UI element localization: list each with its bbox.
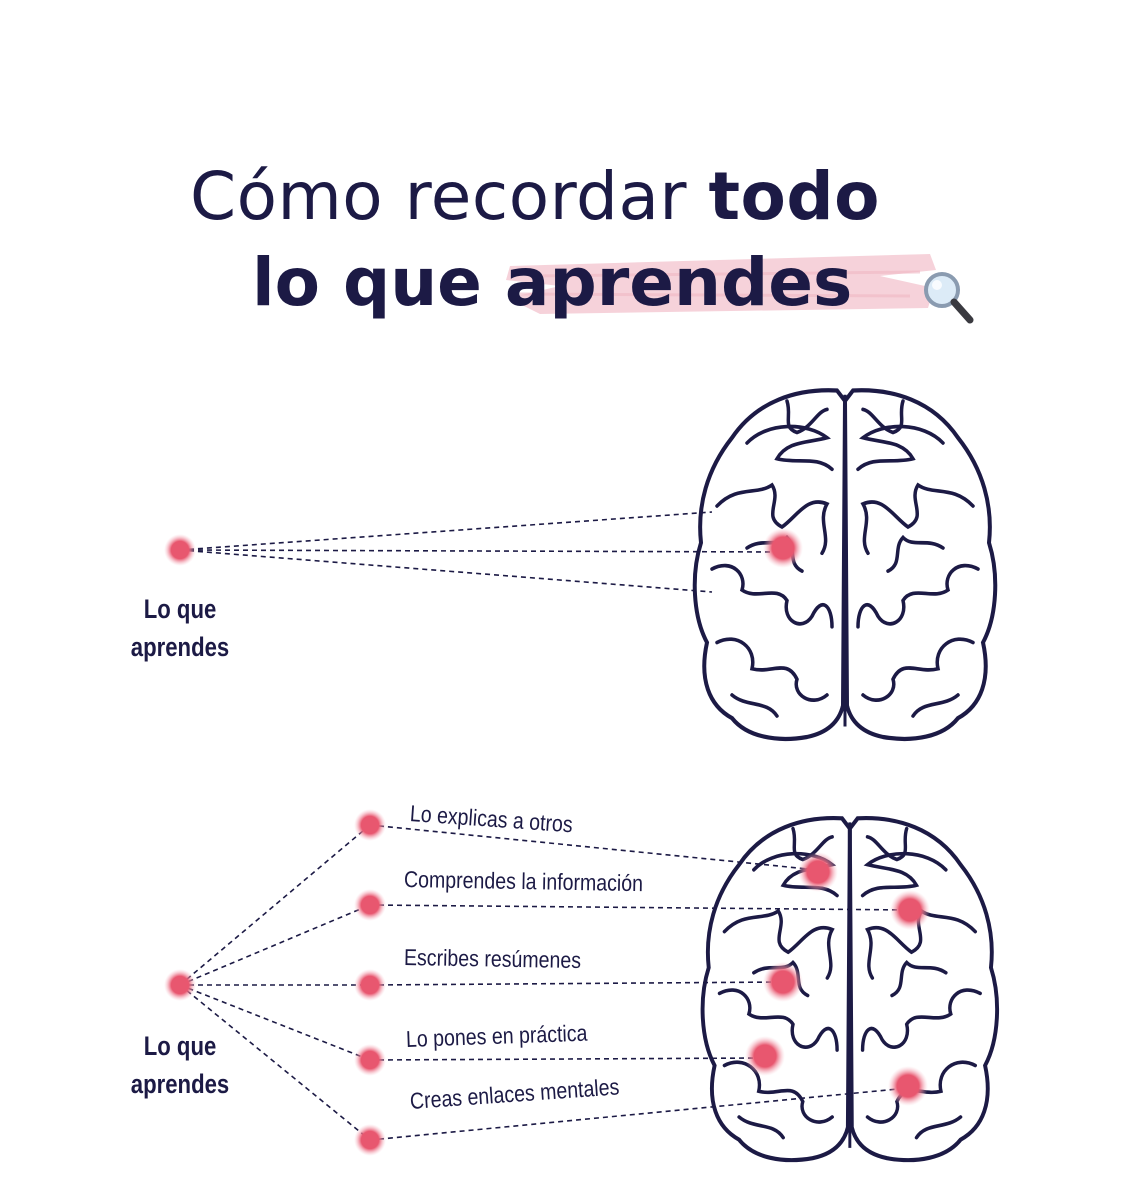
brain-icon-top [695, 390, 996, 739]
title-line2-b: aprendes [504, 244, 853, 321]
magnifier-icon [924, 272, 974, 324]
brain-icon-bottom [703, 818, 997, 1160]
title-highlight-brush [506, 254, 936, 314]
page-title-line-2: lo que aprendes [252, 250, 852, 316]
top-source-label-line1: Lo que [143, 594, 217, 624]
branch-dot-2 [354, 889, 386, 921]
title-bold-text: todo [708, 158, 880, 235]
title-line2-a: lo que [252, 244, 505, 321]
branch-dot-1 [354, 809, 386, 841]
branch-dot-3 [354, 969, 386, 1001]
bottom-source-dot [164, 969, 196, 1001]
bottom-source-label-line2: aprendes [130, 1069, 230, 1099]
bottom-source-label-line1: Lo que [143, 1031, 217, 1061]
top-source-label: Lo que aprendes [114, 590, 245, 666]
brain-dot-3 [763, 962, 803, 1002]
branch-label-3: Escribes resúmenes [403, 944, 582, 974]
brain-dot-1 [798, 852, 838, 892]
bottom-source-label: Lo que aprendes [114, 1027, 245, 1103]
brain-dot-4 [745, 1036, 785, 1076]
branch-dot-4 [354, 1044, 386, 1076]
top-brain-dot [763, 528, 803, 568]
brain-dot-5 [888, 1066, 928, 1106]
branch-label-2: Comprendes la información [403, 866, 644, 897]
title-block: Cómo recordar todo lo que aprendes [190, 158, 1010, 338]
page-title-line-1: Cómo recordar todo [190, 164, 880, 230]
branch-dot-5 [354, 1124, 386, 1156]
title-regular-text: Cómo recordar [190, 158, 709, 235]
top-source-dot [164, 534, 196, 566]
top-connectors [179, 511, 784, 593]
top-source-label-line2: aprendes [130, 632, 230, 662]
bottom-connectors [179, 824, 911, 1141]
brain-dot-2 [890, 890, 930, 930]
